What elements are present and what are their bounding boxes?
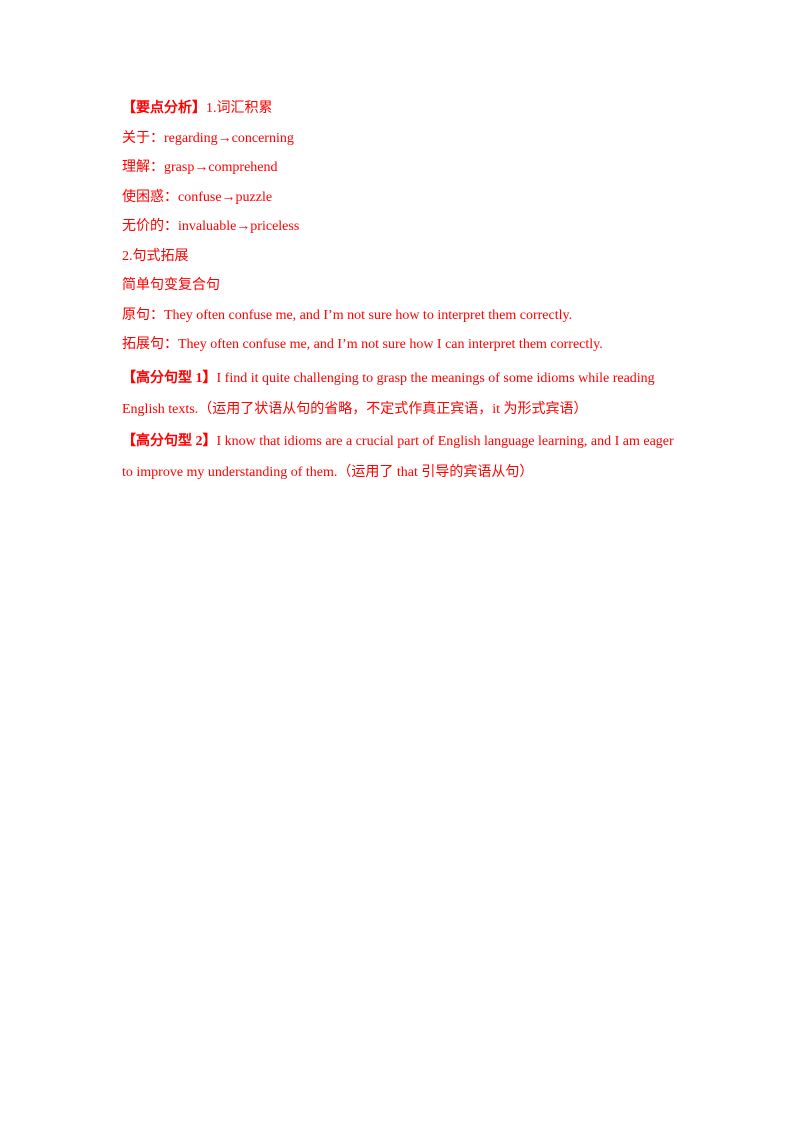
vocab-value: invaluable→priceless <box>178 219 300 234</box>
vocab-label: 使困惑： <box>122 189 178 205</box>
advanced-sentence-1-text: I find it quite challenging to grasp the… <box>122 370 655 417</box>
section2-subtitle: 简单句变复合句 <box>122 278 220 293</box>
vocab-label: 理解： <box>122 160 164 175</box>
vocab-item-grasp: 理解：grasp→comprehend <box>122 156 682 186</box>
section2-title: 2.句式拓展 <box>122 248 189 264</box>
advanced-sentence-2-text: I know that idioms are a crucial part of… <box>122 433 674 480</box>
advanced-sentence-2: 【高分句型 2】I know that idioms are a crucial… <box>122 426 682 488</box>
vocab-value: confuse→puzzle <box>178 189 273 205</box>
vocab-value: regarding→concerning <box>164 130 294 146</box>
original-sentence: 原句：They often confuse me, and I’m not su… <box>122 304 682 334</box>
key-points-bracket-label: 【要点分析】 <box>122 101 206 116</box>
vocab-item-confuse: 使困惑：confuse→puzzle <box>122 186 682 216</box>
vocab-label: 关于： <box>122 130 164 146</box>
original-sentence-text: They often confuse me, and I’m not sure … <box>164 307 573 323</box>
expanded-sentence: 拓展句：They often confuse me, and I’m not s… <box>122 333 682 363</box>
vocab-item-regarding: 关于：regarding→concerning <box>122 127 682 157</box>
advanced-sentence-1-label: 【高分句型 1】 <box>122 370 217 386</box>
key-points-heading: 【要点分析】1.词汇积累 <box>122 97 682 127</box>
document-content: 【要点分析】1.词汇积累 关于：regarding→concerning 理解：… <box>122 97 682 489</box>
key-points-heading-text: 1.词汇积累 <box>206 101 273 116</box>
vocab-value: grasp→comprehend <box>164 160 278 175</box>
vocab-label: 无价的： <box>122 219 178 234</box>
expanded-sentence-text: They often confuse me, and I’m not sure … <box>178 337 603 352</box>
expanded-sentence-label: 拓展句： <box>122 337 178 352</box>
original-sentence-label: 原句： <box>122 307 164 323</box>
vocab-item-invaluable: 无价的：invaluable→priceless <box>122 215 682 245</box>
advanced-sentence-2-label: 【高分句型 2】 <box>122 433 217 449</box>
advanced-sentence-1: 【高分句型 1】I find it quite challenging to g… <box>122 363 682 425</box>
